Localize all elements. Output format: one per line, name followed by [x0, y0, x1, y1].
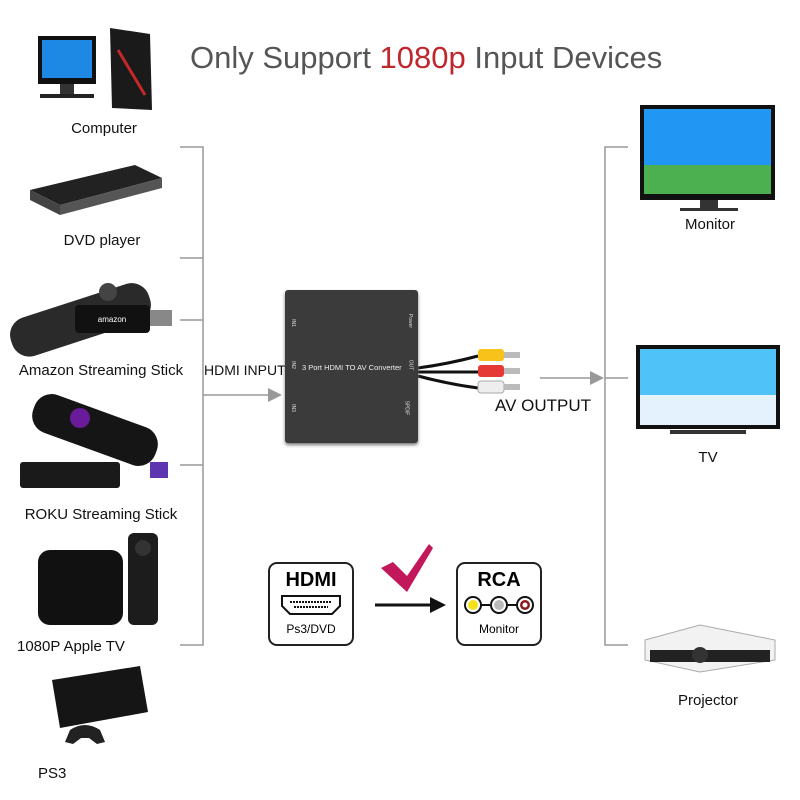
projector-icon — [644, 624, 776, 673]
output-label-projector: Projector — [677, 692, 739, 709]
port-in3-label: IN3 — [289, 404, 296, 412]
hdmi-card: HDMI Ps3/DVD — [268, 562, 354, 646]
dvd-player-icon — [30, 165, 162, 215]
input-label-amazon: Amazon Streaming Stick — [18, 362, 184, 379]
tv-icon — [636, 345, 780, 434]
input-label-dvd: DVD player — [63, 232, 141, 249]
title-prefix: Only Support — [190, 40, 380, 75]
input-label-apple-tv: 1080P Apple TV — [17, 638, 125, 655]
spdif-label: SPDIF — [403, 400, 410, 416]
hdmi-input-label: HDMI INPUT — [204, 362, 286, 378]
rca-card-sub: Monitor — [478, 622, 520, 636]
bottom-arrow-head — [430, 597, 446, 613]
output-label-monitor: Monitor — [684, 216, 736, 233]
converter-name: 3 Port HDMI TO AV Converter — [302, 363, 402, 372]
roku-stick-icon — [20, 394, 168, 488]
apple-tv-icon — [38, 533, 158, 625]
port-in2-label: IN2 — [289, 361, 296, 369]
monitor-icon — [640, 105, 775, 211]
rca-card-title: RCA — [477, 569, 521, 591]
checkmark-icon — [381, 544, 433, 592]
out-label: OUT — [407, 359, 414, 371]
ps3-icon — [52, 666, 148, 744]
input-label-computer: Computer — [71, 120, 137, 137]
port-in1-label: IN1 — [289, 319, 296, 327]
input-devices: amazon — [10, 28, 172, 744]
av-arrow-head — [590, 371, 604, 385]
hdmi-arrow-head — [268, 388, 282, 402]
rca-cables-icon — [417, 349, 520, 394]
title-highlight: 1080p — [379, 40, 466, 75]
av-output-label: AV OUTPUT — [495, 396, 592, 415]
input-label-ps3: PS3 — [38, 765, 67, 782]
converter-box: IN1 IN2 IN3 Power OUT SPDIF 3 Port HDMI … — [285, 290, 418, 443]
output-label-tv: TV — [698, 449, 718, 466]
power-label: Power — [407, 313, 414, 329]
rca-card: RCA Monitor — [456, 562, 542, 646]
title-suffix: Input Devices — [465, 40, 663, 75]
page-title: Only Support 1080p Input Devices — [190, 40, 662, 76]
input-label-roku: ROKU Streaming Stick — [24, 506, 178, 523]
hdmi-card-title: HDMI — [285, 569, 337, 591]
hdmi-port-icon — [281, 595, 341, 615]
rca-jacks-icon — [464, 596, 534, 614]
svg-text:amazon: amazon — [98, 315, 126, 324]
amazon-stick-icon: amazon — [10, 283, 172, 357]
hdmi-card-sub: Ps3/DVD — [286, 622, 336, 636]
computer-icon — [38, 28, 152, 110]
